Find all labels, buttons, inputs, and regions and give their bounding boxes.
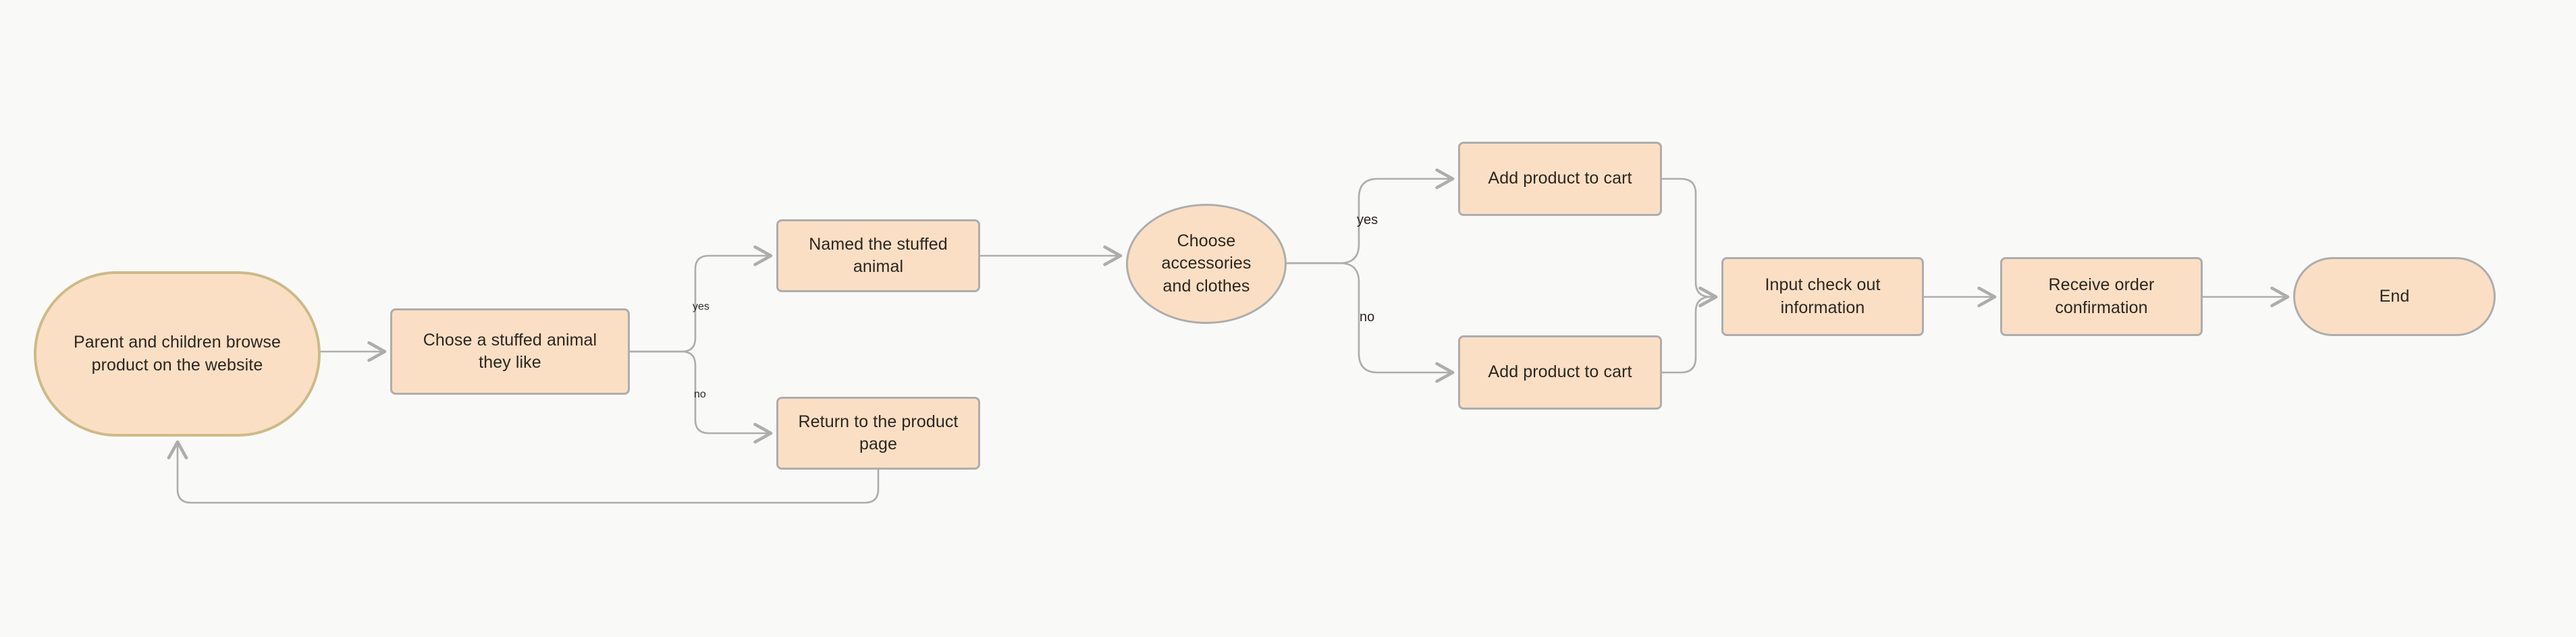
node-chose-animal-label: Chose a stuffed animal they like: [423, 330, 597, 372]
node-choose-accessories-label: Choose accessories and clothes: [1161, 231, 1252, 296]
node-choose-accessories[interactable]: Choose accessories and clothes: [1126, 204, 1287, 324]
node-named-animal[interactable]: Named the stuffed animal: [776, 219, 980, 292]
node-return-product-page[interactable]: Return to the product page: [776, 397, 980, 470]
node-add-to-cart-yes-label: Add product to cart: [1488, 169, 1632, 188]
edge-label-no-1: no: [694, 389, 706, 400]
node-add-to-cart-yes[interactable]: Add product to cart: [1458, 142, 1662, 216]
edge-cart-no-to-checkout: [1661, 286, 1718, 374]
edge-return-to-browse: [167, 440, 880, 504]
node-input-checkout-label: Input check out information: [1765, 275, 1881, 317]
node-end-label: End: [2379, 286, 2410, 306]
edge-cart-yes-to-checkout: [1661, 177, 1718, 308]
edge-label-yes-1: yes: [693, 301, 709, 312]
node-browse-label: Parent and children browse product on th…: [74, 333, 281, 375]
edge-label-no-2: no: [1360, 310, 1375, 325]
node-return-product-page-label: Return to the product page: [798, 412, 959, 453]
node-add-to-cart-no-label: Add product to cart: [1488, 362, 1632, 382]
node-chose-animal[interactable]: Chose a stuffed animal they like: [390, 308, 630, 395]
node-browse[interactable]: Parent and children browse product on th…: [34, 271, 321, 437]
node-add-to-cart-no[interactable]: Add product to cart: [1458, 335, 1662, 410]
node-receive-confirmation[interactable]: Receive order confirmation: [2000, 257, 2203, 336]
node-end[interactable]: End: [2293, 257, 2496, 336]
node-named-animal-label: Named the stuffed animal: [809, 234, 948, 276]
node-receive-confirmation-label: Receive order confirmation: [2048, 275, 2155, 317]
node-input-checkout[interactable]: Input check out information: [1721, 257, 1924, 336]
edge-label-yes-2: yes: [1357, 213, 1378, 227]
